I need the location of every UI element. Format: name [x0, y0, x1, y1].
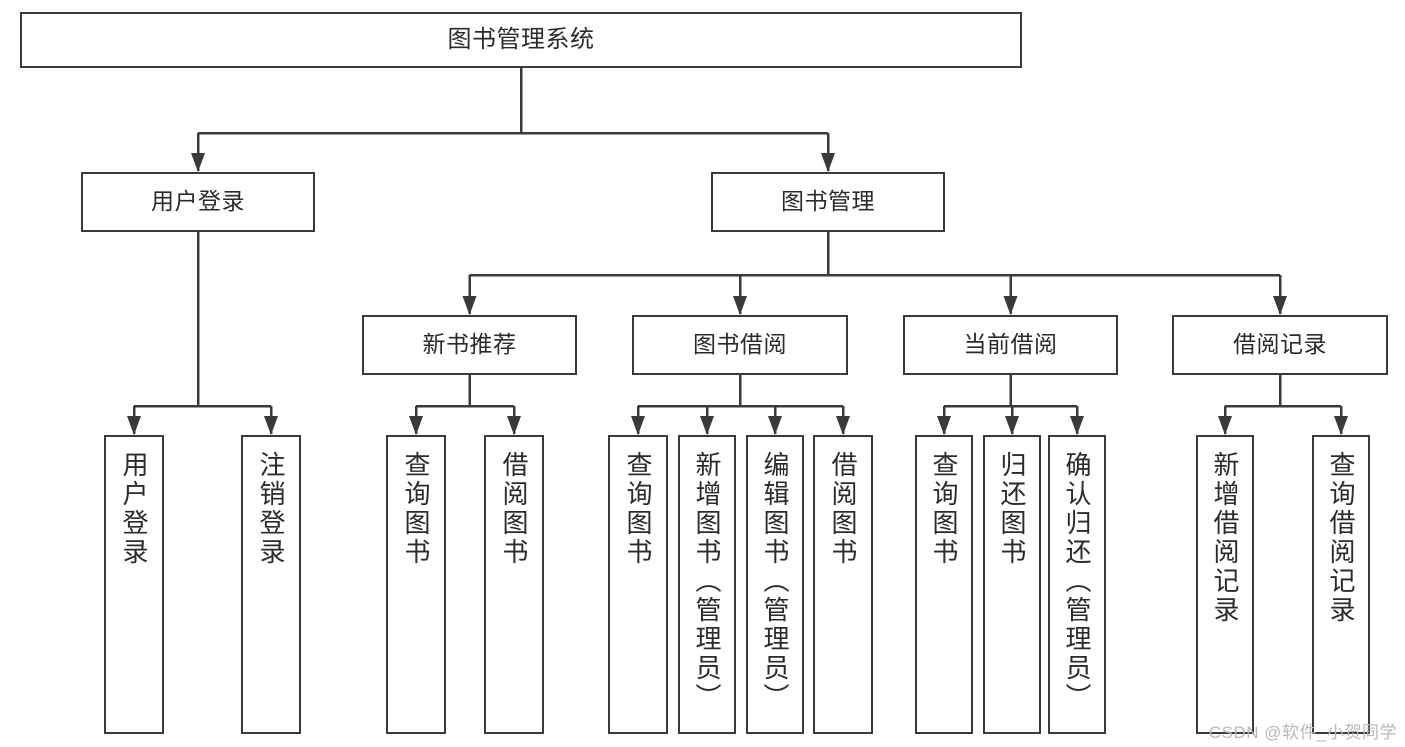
arrowhead: [733, 296, 747, 315]
arrowhead: [836, 416, 850, 435]
watermark: CSDN @软件_小贺同学: [1208, 723, 1397, 742]
node-label: 注销登录: [256, 451, 286, 567]
node-label: 用户登录: [119, 451, 149, 567]
arrowhead: [507, 416, 521, 435]
arrowhead: [768, 416, 782, 435]
connector-group-root: [191, 68, 835, 172]
node-label: 借阅记录: [1233, 331, 1327, 358]
node-leaf-nb-borrow[interactable]: 借阅图书: [484, 435, 544, 734]
node-bookmgmt[interactable]: 图书管理: [711, 172, 945, 232]
node-leaf-bo-borrow[interactable]: 借阅图书: [813, 435, 873, 734]
node-label: 借阅图书: [828, 451, 858, 567]
node-leaf-cu-query[interactable]: 查询图书: [915, 435, 973, 734]
arrowhead: [937, 416, 951, 435]
arrowhead: [127, 416, 141, 435]
node-label: 归还图书: [997, 451, 1027, 567]
node-leaf-cu-return[interactable]: 归还图书: [983, 435, 1041, 734]
node-borrow[interactable]: 图书借阅: [632, 315, 848, 375]
node-label: 借阅图书: [499, 451, 529, 567]
arrowhead: [1218, 416, 1232, 435]
arrowhead: [1273, 296, 1287, 315]
node-label: 查询图书: [623, 451, 653, 567]
node-label: 图书管理系统: [447, 25, 595, 53]
node-records[interactable]: 借阅记录: [1172, 315, 1388, 375]
node-label: 新增图书（管理员）: [692, 451, 722, 712]
arrowhead: [264, 416, 278, 435]
node-leaf-bo-add[interactable]: 新增图书（管理员）: [678, 435, 736, 734]
node-label: 查询图书: [401, 451, 431, 567]
node-newbook[interactable]: 新书推荐: [362, 315, 577, 375]
arrowhead: [1334, 416, 1348, 435]
node-label: 新书推荐: [422, 331, 517, 358]
arrowhead: [700, 416, 714, 435]
arrowhead: [1070, 416, 1084, 435]
node-label: 确认归还（管理员）: [1062, 451, 1092, 712]
connector-group-borrow: [631, 375, 850, 435]
node-label: 查询图书: [929, 451, 959, 567]
node-leaf-rc-add[interactable]: 新增借阅记录: [1196, 435, 1254, 734]
node-login[interactable]: 用户登录: [81, 172, 315, 232]
node-label: 新增借阅记录: [1210, 451, 1240, 625]
connector-group-newbook: [409, 375, 521, 435]
connector-group-current: [937, 375, 1084, 435]
connector-group-records: [1218, 375, 1348, 435]
node-leaf-rc-query[interactable]: 查询借阅记录: [1312, 435, 1370, 734]
node-leaf-user-login[interactable]: 用户登录: [104, 435, 164, 734]
node-label: 图书管理: [781, 188, 875, 215]
node-current[interactable]: 当前借阅: [903, 315, 1118, 375]
node-root[interactable]: 图书管理系统: [20, 12, 1022, 68]
node-label: 当前借阅: [963, 331, 1058, 358]
arrowhead: [409, 416, 423, 435]
node-label: 查询借阅记录: [1326, 451, 1356, 625]
arrowhead: [191, 153, 205, 172]
node-leaf-nb-query[interactable]: 查询图书: [386, 435, 446, 734]
node-label: 图书借阅: [693, 331, 787, 358]
arrowhead: [631, 416, 645, 435]
node-label: 用户登录: [151, 188, 245, 215]
arrowhead: [1005, 416, 1019, 435]
node-leaf-cu-confirm[interactable]: 确认归还（管理员）: [1048, 435, 1106, 734]
arrowhead: [462, 296, 477, 315]
node-label: 编辑图书（管理员）: [760, 451, 790, 712]
arrowhead: [821, 153, 835, 172]
connector-group-bookmgmt: [462, 232, 1287, 315]
node-leaf-bo-edit[interactable]: 编辑图书（管理员）: [746, 435, 804, 734]
node-leaf-user-logout[interactable]: 注销登录: [241, 435, 301, 734]
arrowhead: [1003, 296, 1018, 315]
node-leaf-bo-query[interactable]: 查询图书: [608, 435, 668, 734]
connector-group-login: [127, 232, 278, 435]
